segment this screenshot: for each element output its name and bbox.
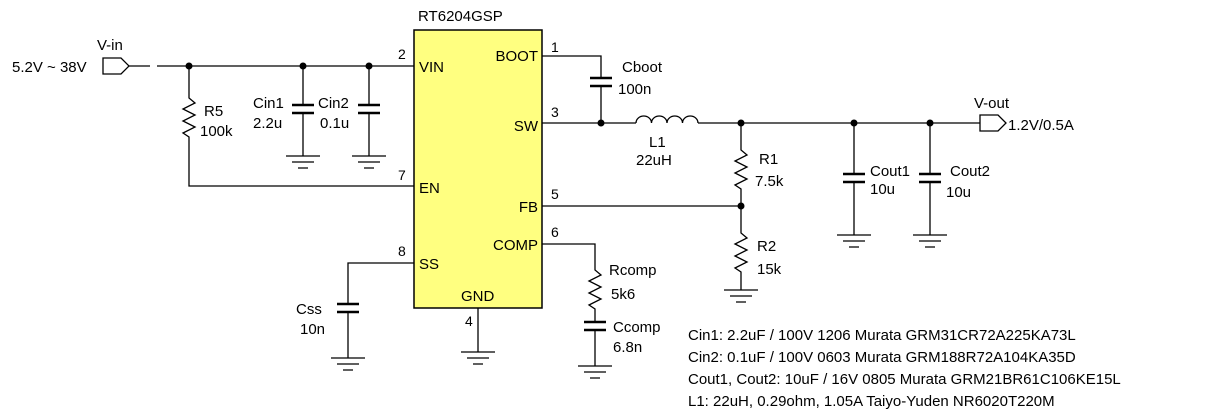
- capacitor-ccomp[interactable]: [584, 320, 606, 366]
- r5-value: 100k: [200, 123, 233, 140]
- ccomp-value: 6.8n: [613, 339, 642, 356]
- cin2-value: 0.1u: [320, 115, 349, 132]
- pin-name-gnd: GND: [461, 288, 495, 305]
- ground-symbol: [837, 234, 871, 248]
- capacitor-cin1[interactable]: [292, 66, 314, 156]
- ccomp-ref: Ccomp: [613, 319, 661, 336]
- css-value: 10n: [300, 321, 325, 338]
- capacitor-cboot[interactable]: [542, 55, 612, 123]
- r2-value: 15k: [757, 261, 782, 278]
- pin-number-vin: 2: [398, 46, 406, 62]
- cin1-value: 2.2u: [253, 115, 282, 132]
- component-note: L1: 22uH, 0.29ohm, 1.05A Taiyo-Yuden NR6…: [688, 393, 1055, 410]
- pin-number-sw: 3: [551, 104, 559, 120]
- ground-symbol: [331, 357, 365, 371]
- ic-ground: [461, 308, 495, 365]
- component-note: Cin2: 0.1uF / 100V 0603 Murata GRM188R72…: [688, 349, 1076, 366]
- ground-symbol: [352, 155, 386, 169]
- pin-name-sw: SW: [514, 118, 539, 135]
- vin-port-name: V-in: [97, 37, 123, 54]
- r1-ref: R1: [759, 151, 778, 168]
- pin-number-comp: 6: [551, 224, 559, 240]
- cboot-value: 100n: [618, 81, 651, 98]
- pin-number-ss: 8: [398, 243, 406, 259]
- vout-port-name: V-out: [974, 95, 1010, 112]
- capacitor-cout2[interactable]: [919, 123, 941, 235]
- r5-ref: R5: [204, 103, 223, 120]
- pin-number-en: 7: [398, 167, 406, 183]
- ground-symbol: [286, 155, 320, 169]
- pin-name-ss: SS: [419, 256, 439, 273]
- pin-name-vin: VIN: [419, 59, 444, 76]
- pin-name-boot: BOOT: [495, 48, 538, 65]
- cout1-ref: Cout1: [870, 163, 910, 180]
- vin-port[interactable]: [102, 57, 130, 75]
- cin1-ref: Cin1: [253, 95, 284, 112]
- pin-number-gnd: 4: [465, 313, 473, 329]
- pin-name-fb: FB: [519, 199, 538, 216]
- cout2-value: 10u: [946, 184, 971, 201]
- resistor-rcomp[interactable]: [542, 243, 603, 322]
- junction-dot: [597, 119, 605, 127]
- cin2-ref: Cin2: [318, 95, 349, 112]
- cout2-ref: Cout2: [950, 163, 990, 180]
- l1-ref: L1: [649, 134, 666, 151]
- component-note: Cin1: 2.2uF / 100V 1206 Murata GRM31CR72…: [688, 327, 1076, 344]
- ground-symbol: [724, 289, 758, 303]
- vout-port[interactable]: [979, 114, 1007, 132]
- pin-number-fb: 5: [551, 186, 559, 202]
- r1-value: 7.5k: [755, 173, 784, 190]
- resistor-r5[interactable]: [181, 66, 414, 187]
- ground-symbol: [913, 234, 947, 248]
- ic-body[interactable]: [413, 29, 543, 309]
- capacitor-cout1[interactable]: [843, 123, 865, 235]
- rcomp-ref: Rcomp: [609, 262, 657, 279]
- r2-ref: R2: [757, 238, 776, 255]
- css-ref: Css: [296, 301, 322, 318]
- capacitor-css[interactable]: [337, 262, 414, 358]
- pin-number-boot: 1: [551, 39, 559, 55]
- resistor-r1[interactable]: [733, 123, 749, 206]
- component-note: Cout1, Cout2: 10uF / 16V 0805 Murata GRM…: [688, 371, 1121, 388]
- cout1-value: 10u: [870, 181, 895, 198]
- capacitor-cin2[interactable]: [358, 66, 380, 156]
- inductor-l1[interactable]: [635, 115, 699, 124]
- vout-port-value: 1.2V/0.5A: [1008, 117, 1074, 134]
- pin-name-en: EN: [419, 180, 440, 197]
- ground-symbol: [578, 365, 612, 379]
- pin-name-comp: COMP: [493, 237, 538, 254]
- vin-port-value: 5.2V ~ 38V: [12, 59, 87, 76]
- ic-part-name: RT6204GSP: [418, 8, 503, 25]
- resistor-r2[interactable]: [733, 206, 749, 290]
- cboot-ref: Cboot: [622, 59, 663, 76]
- l1-value: 22uH: [636, 152, 672, 169]
- rcomp-value: 5k6: [611, 286, 635, 303]
